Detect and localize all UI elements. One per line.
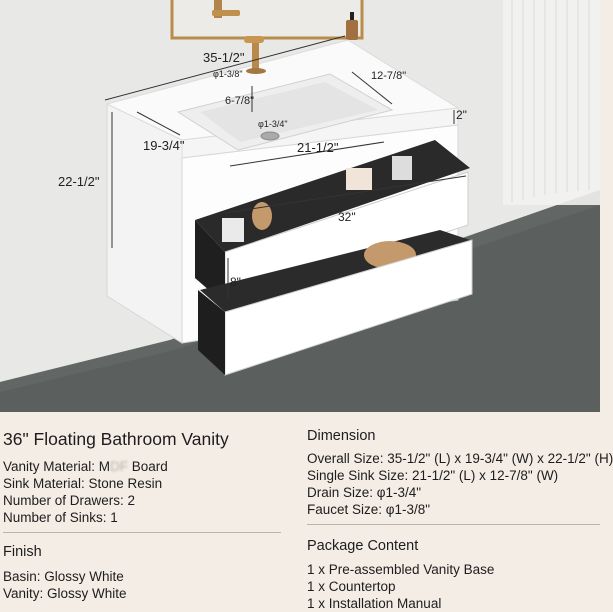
dim-drawer-width: 32" xyxy=(338,210,356,224)
vanity-material-label: Vanity Material: M xyxy=(3,459,111,474)
wall-faucet-icon xyxy=(212,0,240,18)
mirror xyxy=(170,0,364,40)
finish-basin: Basin: Glossy White xyxy=(3,569,124,584)
dim-drain-hole: φ1-3/4" xyxy=(258,119,288,129)
dim-sink-depth: 6-7/8" xyxy=(225,95,254,107)
package-heading: Package Content xyxy=(307,538,419,554)
faucet-size: Faucet Size: φ1-3/8" xyxy=(307,502,431,517)
finish-vanity: Vanity: Glossy White xyxy=(3,586,127,601)
faucet-icon xyxy=(244,36,266,74)
soap-bottle-icon xyxy=(346,12,358,40)
dim-sink-width: 12-7/8" xyxy=(371,70,406,82)
finish-heading: Finish xyxy=(3,544,42,560)
number-of-sinks: Number of Sinks: 1 xyxy=(3,510,118,525)
dim-faucet-hole: φ1-3/8" xyxy=(213,69,243,79)
vanity-material: Vanity Material: MDF Board xyxy=(3,458,168,475)
overall-size: Overall Size: 35-1/2" (L) x 19-3/4" (W) … xyxy=(307,451,613,466)
package-item: 1 x Countertop xyxy=(307,579,396,594)
drawer-items xyxy=(222,156,412,242)
drain-size: Drain Size: φ1-3/4" xyxy=(307,485,422,500)
product-photo: 35-1/2" 19-3/4" 22-1/2" 21-1/2" 12-7/8" … xyxy=(0,0,600,412)
package-item: 1 x Pre-assembled Vanity Base xyxy=(307,562,495,577)
sink-material: Sink Material: Stone Resin xyxy=(3,476,163,491)
divider xyxy=(307,524,600,525)
dim-drawer-height: 8" xyxy=(230,275,241,289)
dim-overall-height: 22-1/2" xyxy=(58,174,100,189)
number-of-drawers: Number of Drawers: 2 xyxy=(3,493,136,508)
dim-overall-width: 19-3/4" xyxy=(143,138,185,153)
package-item: 1 x Installation Manual xyxy=(307,596,442,611)
dimension-lines xyxy=(104,35,467,300)
drain-icon xyxy=(260,131,280,141)
spec-panel: 36" Floating Bathroom Vanity Vanity Mate… xyxy=(0,412,613,611)
divider xyxy=(3,532,281,533)
dim-overall-length: 35-1/2" xyxy=(203,50,245,65)
vanity-material-obscured: DF xyxy=(110,459,129,474)
product-title: 36" Floating Bathroom Vanity xyxy=(3,429,229,449)
dim-sink-length: 21-1/2" xyxy=(297,140,339,155)
dimension-heading: Dimension xyxy=(307,428,376,444)
single-sink-size: Single Sink Size: 21-1/2" (L) x 12-7/8" … xyxy=(307,468,559,483)
vanity-material-suffix: Board xyxy=(128,459,168,474)
dimension-labels: 35-1/2" 19-3/4" 22-1/2" 21-1/2" 12-7/8" … xyxy=(58,50,467,289)
dim-countertop-thickness: 2" xyxy=(456,108,467,122)
wall-panel xyxy=(503,0,600,205)
